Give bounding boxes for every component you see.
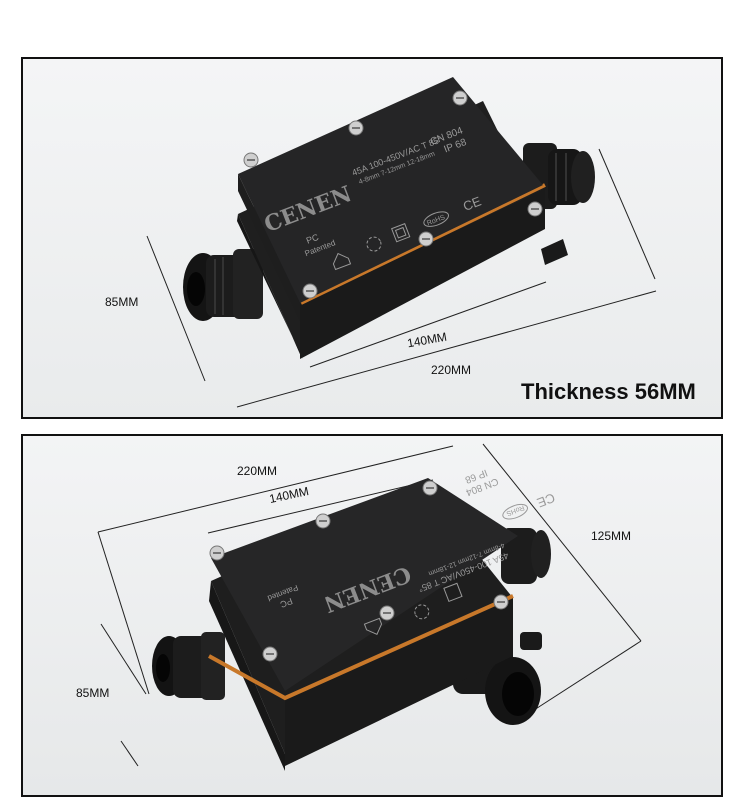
product-photo-bottom: CENEN 45A 100-450V/AC T 85° 4-8mm 7-12mm… [21,434,723,797]
rohs-mark-top [423,211,449,227]
junction-box-photo-top: CENEN 45A 100-450V/AC T 85° 4-8mm 7-12mm… [146,77,657,408]
indoor-use-icon-bottom [363,617,383,636]
product-photo-top: CENEN 45A 100-450V/AC T 85° 4-8mm 7-12mm… [21,57,723,419]
dim-outer-length-label-top: 220MM [431,363,472,377]
double-insulation-icon-bottom [443,582,463,603]
recycle-icon-top [366,236,382,252]
cable-gland-left [183,249,263,321]
dim-width-label-bottom: 125MM [591,529,632,543]
material-label-bottom: PC [278,596,294,610]
material-label-top: PC [305,232,321,246]
cable-gland-right-top [501,528,551,584]
ce-mark-top: CE [461,193,484,214]
rohs-mark-bottom [502,503,528,520]
dim-outer-length-label-bottom: 220MM [237,464,278,478]
thickness-caption: Thickness 56MM [521,379,696,404]
junction-box-photo-bottom: CENEN 45A 100-450V/AC T 85° 4-8mm 7-12mm… [97,443,642,771]
dim-height-label-bottom: 85MM [76,686,110,700]
indoor-use-icon-top [332,252,352,271]
double-insulation-icon-top [391,223,411,243]
cable-gland-left-bottom [152,632,225,700]
ce-mark-bottom: CE [535,490,558,511]
dim-height-label-top: 85MM [105,295,139,309]
